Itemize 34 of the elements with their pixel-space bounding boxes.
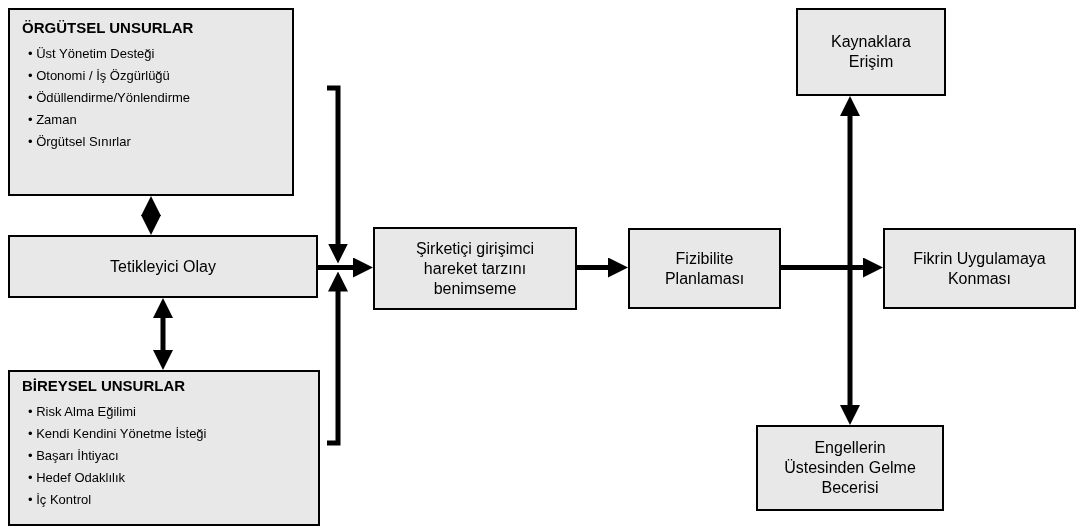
- list-item: • Ödüllendirme/Yönlendirme: [27, 89, 191, 107]
- list-item: • Örgütsel Sınırlar: [27, 133, 131, 151]
- process-box: [796, 8, 946, 96]
- list-item: • Üst Yönetim Desteği: [27, 45, 155, 63]
- list-item: • Kendi Kendini Yönetme İsteği: [27, 425, 207, 443]
- arrow: [781, 257, 883, 278]
- list-item: • Otonomi / İş Özgürlüğü: [27, 67, 170, 85]
- arrow: [577, 257, 628, 278]
- arrow: [327, 85, 348, 264]
- list-item: • İç Kontrol: [27, 491, 92, 509]
- process-box: [883, 228, 1076, 309]
- box-label: Kaynaklara Erişim: [829, 32, 912, 72]
- factor-list-box: [8, 370, 320, 526]
- box-heading: BİREYSEL UNSURLAR: [22, 376, 186, 395]
- process-box: [756, 425, 944, 511]
- list-item: • Hedef Odaklılık: [27, 469, 126, 487]
- box-label: Şirketiçi girişimci hareket tarzını benimseme: [414, 238, 536, 299]
- box-label: Tetikleyici Olay: [110, 256, 216, 277]
- arrow: [840, 96, 860, 425]
- process-box: [628, 228, 781, 309]
- list-item: • Başarı İhtiyacı: [27, 447, 119, 465]
- arrow: [318, 257, 373, 278]
- process-box: [373, 227, 577, 310]
- box-label: Fikrin Uygulamaya Konması: [912, 248, 1047, 289]
- list-item: • Risk Alma Eğilimi: [27, 403, 136, 421]
- box-heading: ÖRGÜTSEL UNSURLAR: [22, 18, 194, 37]
- process-box: [8, 235, 318, 298]
- arrow: [327, 271, 348, 446]
- factor-list-box: [8, 8, 294, 196]
- list-item: • Zaman: [27, 111, 77, 129]
- arrow: [141, 196, 161, 235]
- box-label: Fizibilite Planlaması: [663, 248, 746, 289]
- arrow: [153, 298, 173, 370]
- box-label: Engellerin Üstesinden Gelme Becerisi: [783, 438, 917, 498]
